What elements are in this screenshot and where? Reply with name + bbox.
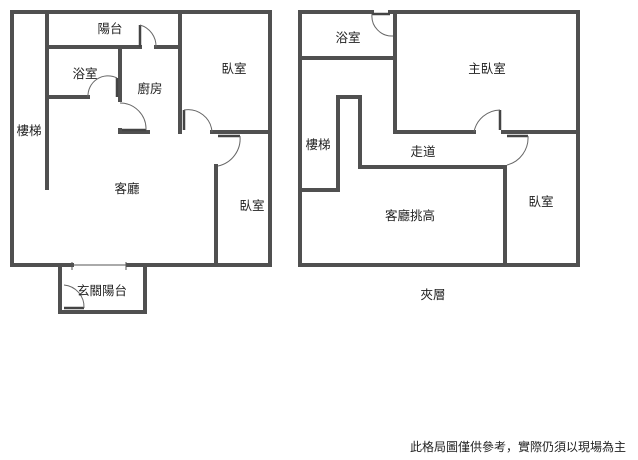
door-mezzanine-bedroom bbox=[506, 134, 529, 166]
door-master-bedroom bbox=[473, 109, 502, 133]
ground-floor-walls bbox=[10, 10, 272, 314]
mezzanine-plan: 浴室 主臥室 樓梯 走道 客廳挑高 臥室 夾層 bbox=[298, 10, 580, 302]
room-label-entrance-balcony: 玄關陽台 bbox=[77, 283, 127, 298]
mezzanine-walls bbox=[298, 10, 580, 267]
room-label-mezzanine-bathroom: 浴室 bbox=[335, 30, 360, 45]
room-label-mezzanine-stairs: 樓梯 bbox=[305, 137, 330, 152]
room-label-kitchen: 廚房 bbox=[137, 81, 162, 96]
room-label-living-room: 客廳 bbox=[114, 181, 140, 196]
room-label-master-bedroom: 主臥室 bbox=[468, 61, 506, 76]
ground-floor-plan: 陽台 浴室 廚房 臥室 樓梯 客廳 臥室 玄關陽台 bbox=[10, 10, 272, 314]
door-bathroom bbox=[87, 75, 119, 98]
door-entrance bbox=[63, 284, 85, 310]
room-label-living-double-height: 客廳挑高 bbox=[385, 208, 435, 223]
room-label-stairs: 樓梯 bbox=[16, 123, 41, 138]
mezzanine-doors bbox=[371, 12, 529, 166]
door-kitchen bbox=[119, 102, 147, 132]
mezzanine-labels: 浴室 主臥室 樓梯 走道 客廳挑高 臥室 bbox=[305, 30, 553, 223]
ground-floor-labels: 陽台 浴室 廚房 臥室 樓梯 客廳 臥室 玄關陽台 bbox=[16, 21, 264, 298]
room-label-bedroom-top: 臥室 bbox=[221, 61, 246, 76]
room-label-bathroom: 浴室 bbox=[72, 66, 97, 81]
room-label-corridor: 走道 bbox=[410, 144, 436, 159]
room-label-mezzanine-bedroom: 臥室 bbox=[528, 194, 553, 209]
room-label-balcony: 陽台 bbox=[97, 21, 122, 36]
door-mezzanine-bathroom bbox=[371, 12, 394, 37]
door-bedroom-top bbox=[182, 109, 213, 133]
disclaimer-note: 此格局圖僅供參考，實際仍須以現場為主 bbox=[410, 439, 626, 454]
door-bedroom-right bbox=[217, 134, 241, 167]
mezzanine-title: 夾層 bbox=[420, 287, 445, 302]
door-balcony bbox=[138, 24, 157, 48]
room-label-bedroom-right: 臥室 bbox=[239, 198, 264, 213]
ground-floor-doors bbox=[63, 24, 241, 310]
